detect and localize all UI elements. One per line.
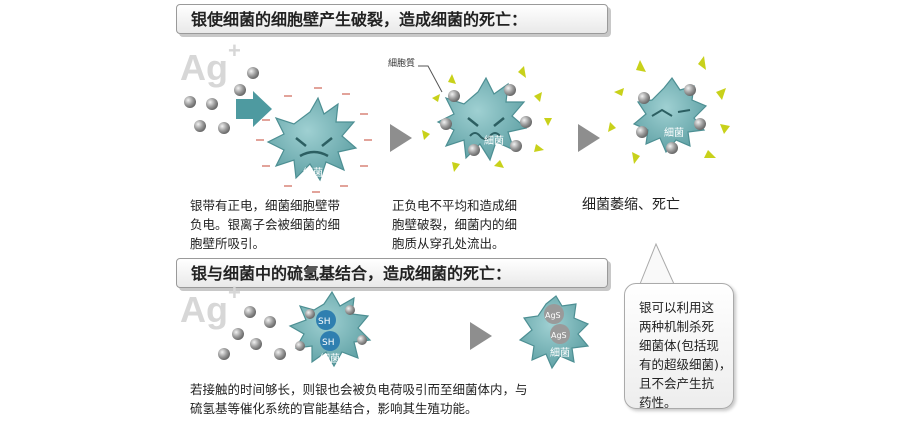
bacteria-4: SH SH 細菌 [288, 290, 372, 368]
bacteria-label-2: 細菌 [484, 134, 504, 147]
sh-label-1: SH [318, 317, 330, 327]
bacteria-label-3: 細菌 [664, 126, 684, 139]
caption-step2: 正负电不平均和造成细 胞壁破裂，细菌内的细 胞质从穿孔处流出。 [392, 198, 518, 251]
caption-step3: 细菌萎缩、死亡 [582, 197, 680, 213]
section2-title: 银与细菌中的硫氢基结合，造成细菌的死亡： [191, 264, 512, 283]
ags-label-2: AgS [551, 331, 567, 340]
ag-symbol-2: Ag [180, 289, 228, 330]
section2-title-banner: 银与细菌中的硫氢基结合，造成细菌的死亡： [176, 258, 608, 288]
ag-charge: + [228, 38, 241, 63]
silver-ion-group [184, 67, 259, 134]
caption-section2: 若接触的时间够长，则银也会被负电荷吸引而至细菌体内，与 硫氢基等催化系统的官能基… [190, 382, 528, 416]
bacteria-label-1: 細菌 [303, 166, 323, 179]
bacteria-2: 細菌 [422, 66, 552, 172]
silver-ion-group-2 [218, 306, 286, 360]
section1-title: 银使细菌的细胞壁产生破裂，造成细菌的死亡： [191, 10, 528, 29]
process-arrow-icon-3 [470, 322, 492, 350]
ag-symbol: Ag [180, 47, 228, 88]
cell-wall-label: 細胞質 [388, 57, 415, 69]
sh-label-2: SH [322, 338, 334, 348]
process-arrow-icon-2 [578, 124, 600, 152]
caption-step1: 银带有正电，细菌细胞壁带 负电。银离子会被细菌的细 胞壁所吸引。 [190, 198, 341, 251]
ag-charge-2: + [228, 280, 241, 305]
section1-title-banner: 银使细菌的细胞壁产生破裂，造成细菌的死亡： [176, 4, 608, 34]
summary-bubble: 银可以利用这 两种机制杀死 细菌体(包括现 有的超级细菌)， 且不会产生抗 药性… [624, 283, 734, 410]
process-arrow-icon-1 [390, 124, 412, 152]
attraction-arrow-icon [236, 91, 272, 127]
bacteria-1: 細菌 [256, 87, 372, 193]
bacteria-3: 細菌 [608, 56, 730, 164]
bacteria-5: AgS AgS 細菌 [518, 295, 590, 370]
bacteria-label-4: 細菌 [320, 352, 340, 365]
bacteria-label-5: 細菌 [550, 346, 570, 359]
ags-label-1: AgS [545, 311, 561, 320]
